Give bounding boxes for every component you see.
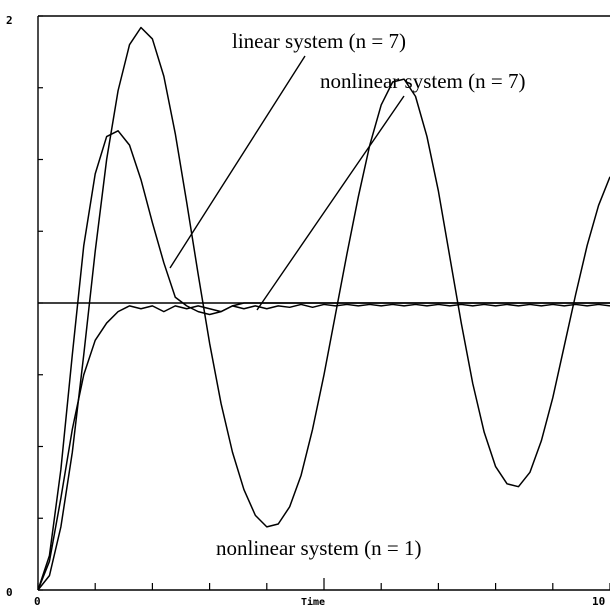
y-tick-label-top: 2 [6, 14, 13, 27]
series-line-3 [37, 303, 610, 591]
annotation-nonlinear-n1: nonlinear system (n = 1) [216, 536, 421, 560]
y-tick-label-bottom: 0 [6, 586, 13, 599]
annotation-nonlinear-n7: nonlinear system (n = 7) [320, 69, 525, 93]
series-line-2 [37, 130, 610, 591]
annotation-linear-n7: linear system (n = 7) [232, 29, 406, 53]
x-axis-title: Time [301, 596, 325, 606]
chart-series-layer [37, 26, 610, 591]
leader-line-nonlinear-n7 [256, 95, 405, 311]
x-tick-label-start: 0 [34, 595, 41, 606]
series-line-1 [37, 26, 610, 591]
leader-line-linear [169, 55, 306, 269]
x-tick-label-end: 10 [592, 595, 605, 606]
